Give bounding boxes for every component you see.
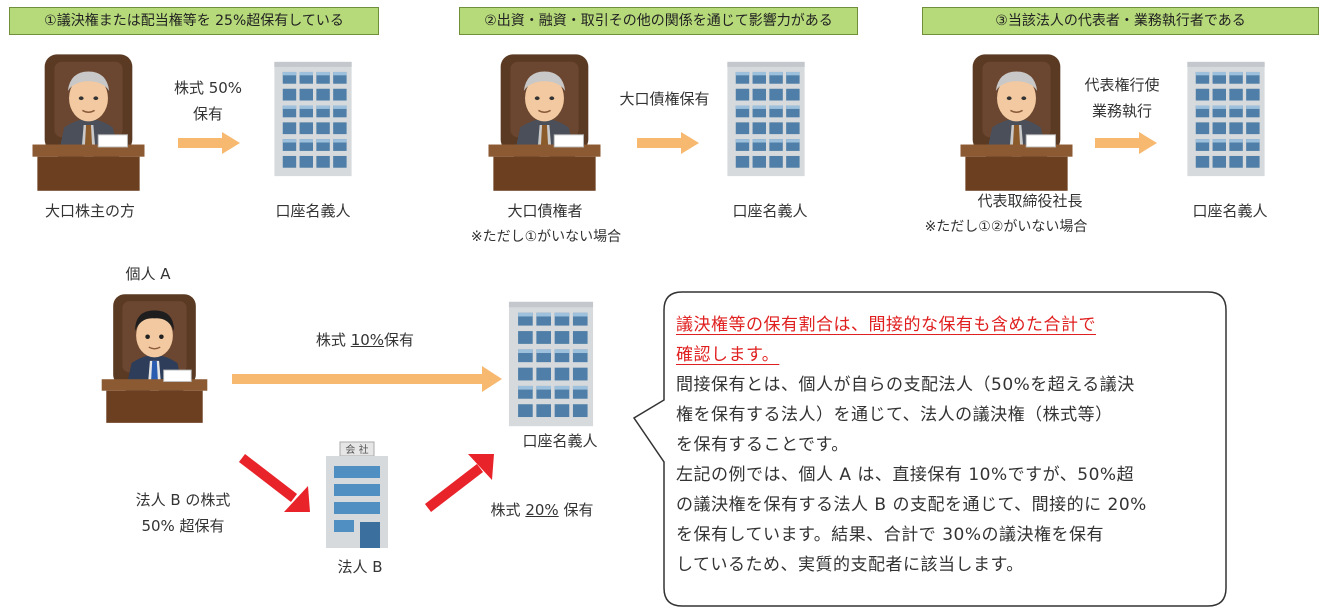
callout-body-line-4: 左記の例では、個人 A は、直接保有 10%ですが、50%超 (676, 465, 1135, 485)
panel-1-arrow-label: 株式 50% 保有 (163, 75, 253, 127)
indirect-holding-prefix: 株式 (490, 501, 526, 519)
panel-1-arrow-label-line-1: 株式 50% (173, 79, 243, 97)
corp-holding-label-line-1: 法人 B の株式 (135, 491, 231, 509)
callout-body-line-1: 間接保有とは、個人が自らの支配法人（50%を超える議決 (676, 375, 1135, 395)
panel-3-arrow (1095, 132, 1157, 154)
panel-1-left-label: 大口株主の方 (44, 202, 135, 220)
callout-body-line-3: を保有することです。 (676, 435, 849, 455)
corp-holding-label: 法人 B の株式 50% 超保有 (118, 487, 248, 539)
callout-title-line-2: 確認します。 (676, 345, 780, 365)
panel-3-arrow-label-line-1: 代表権行使 (1084, 76, 1160, 94)
panel-1-building-icon (271, 60, 355, 178)
panel-2-left-label: 大口債権者 (507, 202, 583, 220)
panel-1-right-label: 口座名義人 (275, 202, 351, 220)
corp-holding-arrow (238, 454, 310, 512)
corp-sign-text: 会 社 (345, 443, 368, 456)
callout-body-line-6: を保有しています。結果、合計で 30%の議決権を保有 (676, 525, 1104, 545)
example-holder-building-icon (505, 300, 597, 428)
panel-2-arrow (637, 132, 699, 154)
representative-director-figure (955, 52, 1078, 192)
direct-holding-suffix: 保有 (384, 331, 415, 349)
panel-3-right-label: 口座名義人 (1192, 202, 1268, 220)
panel-2-right-label: 口座名義人 (732, 202, 808, 220)
person-a-figure (92, 292, 217, 424)
indirect-holding-label: 株式 20% 保有 (482, 499, 602, 520)
panel-3-left-note: ※ただし①②がいない場合 (924, 219, 1088, 235)
callout-body-line-5: の議決権を保有する法人 B の支配を通じて、間接的に 20% (676, 495, 1147, 515)
indirect-holding-percent: 20% (525, 501, 559, 519)
direct-holding-percent: 10% (350, 331, 385, 349)
callout-body-line-7: しているため、実質的支配者に該当します。 (676, 555, 1024, 575)
panel-2-arrow-label: 大口債権保有 (612, 86, 717, 112)
indirect-holding-suffix: 保有 (558, 501, 594, 519)
indirect-holding-arrow (424, 454, 494, 512)
panel-2-left-note: ※ただし①がいない場合 (470, 229, 622, 245)
example-holder-label: 口座名義人 (522, 432, 598, 450)
callout-text: 議決権等の保有割合は、間接的な保有も含めた合計で 確認します。 間接保有とは、個… (676, 310, 1226, 580)
panel-2-building-icon (724, 60, 808, 178)
callout-box (632, 291, 1227, 607)
panel-3-building-icon (1184, 60, 1268, 178)
corp-holding-label-line-2: 50% 超保有 (141, 517, 225, 535)
corporation-b-icon: 会 社 (326, 441, 388, 548)
panel-2-header: ②出資・融資・取引その他の関係を通じて影響力がある (459, 7, 858, 35)
direct-holding-prefix: 株式 (315, 331, 351, 349)
panel-1-header: ①議決権または配当権等を 25%超保有している (9, 7, 379, 35)
corporation-b-label: 法人 B (337, 558, 383, 576)
direct-holding-arrow (232, 366, 502, 392)
major-shareholder-figure (27, 52, 150, 192)
panel-3-header: ③当該法人の代表者・業務執行者である (922, 7, 1319, 35)
panel-1-arrow-label-line-2: 保有 (192, 105, 223, 123)
panel-2-arrow-label-line-1: 大口債権保有 (619, 90, 710, 108)
major-creditor-figure (483, 52, 606, 192)
person-a-label: 個人 A (125, 265, 171, 283)
panel-3-left-label: 代表取締役社長 (977, 192, 1083, 210)
panel-3-arrow-label: 代表権行使 業務執行 (1072, 72, 1172, 124)
panel-1-arrow (178, 132, 240, 154)
direct-holding-label: 株式 10%保有 (295, 329, 435, 350)
callout-body-line-2: 権を保有する法人）を通じて、法人の議決権（株式等） (676, 405, 1113, 425)
callout-title-line-1: 議決権等の保有割合は、間接的な保有も含めた合計で (676, 315, 1096, 335)
panel-3-arrow-label-line-2: 業務執行 (1091, 102, 1152, 120)
